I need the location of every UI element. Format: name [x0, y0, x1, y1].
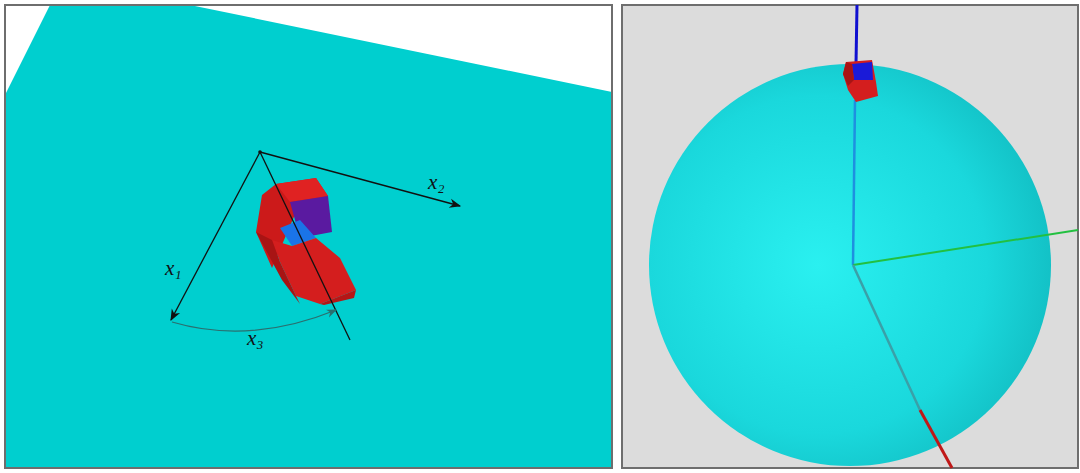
axis-label: x₂	[428, 172, 445, 193]
car	[256, 178, 356, 305]
axis-label: x₃	[247, 328, 264, 349]
axis-label: x₁	[165, 258, 182, 279]
plane-panel	[5, 5, 612, 468]
car	[843, 60, 878, 102]
sphere-panel	[622, 5, 1078, 468]
